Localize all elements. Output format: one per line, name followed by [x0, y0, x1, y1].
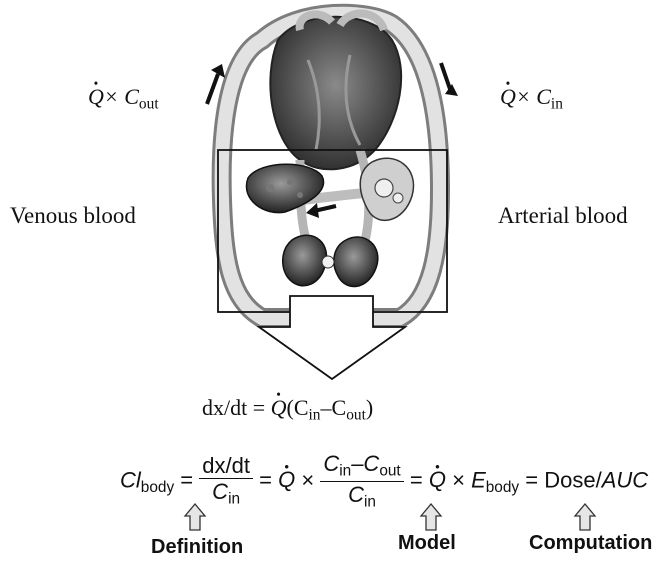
venous-flux-label: Q× Cout — [88, 84, 159, 114]
q-dot-symbol: Q — [88, 84, 104, 110]
computation-pointer-icon — [575, 504, 595, 530]
flow-arrow-down — [441, 63, 458, 96]
kidneys — [283, 235, 378, 286]
definition-label: Definition — [151, 536, 243, 559]
definition-pointer-icon — [185, 504, 205, 530]
model-pointer-icon — [421, 504, 441, 530]
arterial-blood-label: Arterial blood — [498, 203, 628, 229]
liver — [246, 164, 323, 212]
q-dot-symbol: Q — [271, 395, 287, 421]
model-label: Model — [398, 532, 456, 555]
heart — [270, 14, 401, 170]
arterial-flux-label: Q× Cin — [500, 84, 563, 114]
flow-arrow-left — [306, 203, 336, 218]
q-dot-symbol: Q — [278, 467, 295, 493]
annotation-arrows — [0, 500, 659, 536]
venous-blood-label: Venous blood — [10, 203, 136, 229]
mass-balance-equation: dx/dt = Q(Cin–Cout) — [202, 395, 373, 425]
q-dot-symbol: Q — [500, 84, 516, 110]
stomach — [360, 158, 413, 220]
q-dot-symbol: Q — [429, 467, 446, 493]
computation-label: Computation — [529, 532, 652, 555]
